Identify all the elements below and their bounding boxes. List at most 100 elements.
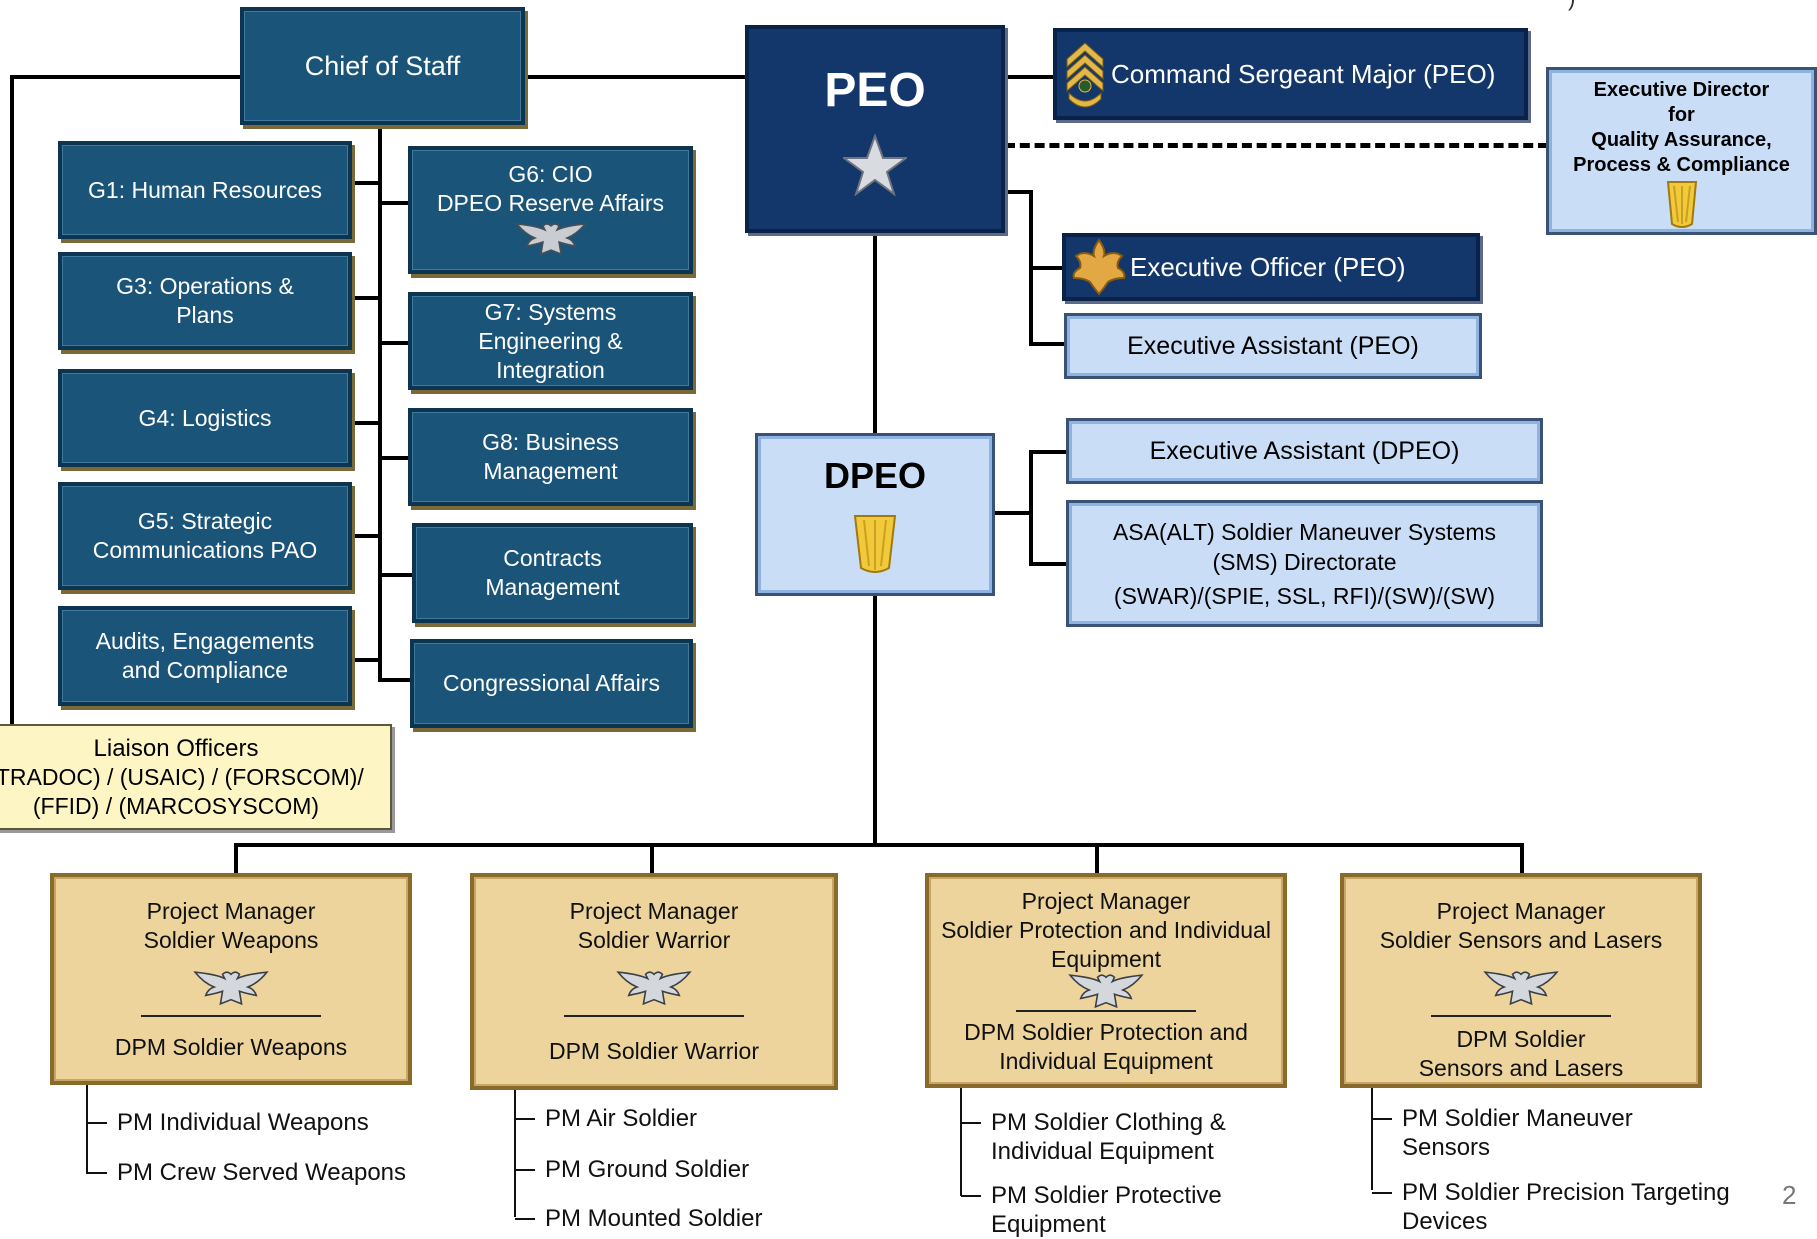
exec-director-line-4: Process & Compliance	[1573, 154, 1790, 176]
pm-title: Soldier Warrior	[577, 927, 731, 953]
sub-pm-item: PM Soldier Protective Equipment	[961, 1182, 1222, 1238]
dpm-label: DPM Soldier	[1456, 1026, 1586, 1052]
tree-line	[86, 1085, 88, 1174]
exec-director-box: Executive Director for Quality Assurance…	[1546, 67, 1817, 235]
staff-box-g4: G4: Logistics	[58, 369, 352, 467]
staff-label: Integration	[496, 356, 605, 383]
csm-label: Command Sergeant Major (PEO)	[1111, 58, 1496, 89]
staff-box-g8: G8: Business Management	[408, 408, 693, 506]
ea-peo-box: Executive Assistant (PEO)	[1064, 313, 1482, 379]
peo-box: PEO	[745, 25, 1005, 233]
pm-box-warrior: Project Manager Soldier Warrior DPM Sold…	[470, 873, 838, 1090]
ea-dpeo-label: Executive Assistant (DPEO)	[1149, 437, 1460, 465]
sms-line-3: (SWAR)/(SPIE, SSL, RFI)/(SW)/(SW)	[1113, 582, 1496, 609]
chief-of-staff-label: Chief of Staff	[304, 50, 461, 81]
pm-divider	[1016, 1010, 1196, 1012]
pm-title: Soldier Weapons	[143, 927, 319, 953]
pm-title: Project Manager	[569, 898, 739, 924]
pm-divider	[564, 1015, 744, 1017]
sms-box: ASA(ALT) Soldier Maneuver Systems (SMS) …	[1066, 500, 1543, 627]
sub-pm-item: PM Soldier Clothing & Individual Equipme…	[961, 1109, 1226, 1165]
tree-line	[960, 1088, 962, 1196]
csm-box: Command Sergeant Major (PEO)	[1053, 28, 1528, 120]
liaison-box: Liaison Officers (TRADOC) / (USAIC) / (F…	[0, 724, 392, 830]
liaison-line: (FFID) / (MARCOSYSCOM)	[32, 792, 320, 819]
staff-box-g5: G5: Strategic Communications PAO	[58, 482, 352, 590]
sub-pm-item: PM Crew Served Weapons	[86, 1159, 407, 1186]
staff-box-congressional: Congressional Affairs	[410, 639, 693, 728]
star-icon	[843, 134, 907, 196]
pm-divider	[1431, 1015, 1611, 1017]
pm-box-weapons: Project Manager Soldier Weapons DPM Sold…	[50, 873, 412, 1085]
pm-title: Equipment	[1051, 946, 1161, 972]
liaison-line: (TRADOC) / (USAIC) / (FORSCOM)/	[0, 763, 364, 790]
dpm-label: DPM Soldier Warrior	[548, 1038, 759, 1064]
pm-title: Project Manager	[1436, 898, 1606, 924]
ea-dpeo-box: Executive Assistant (DPEO)	[1066, 418, 1543, 484]
sub-pm-item: PM Soldier Precision Targeting Devices	[1372, 1179, 1730, 1235]
exec-director-line-1: Executive Director	[1593, 79, 1770, 101]
staff-box-audits: Audits, Engagements and Compliance	[58, 606, 352, 706]
pm-title: Project Manager	[1021, 888, 1191, 914]
staff-label: G6: CIO	[508, 161, 593, 187]
dpm-label: Individual Equipment	[999, 1048, 1213, 1074]
dpm-label: DPM Soldier Protection and	[964, 1019, 1248, 1045]
sub-pm-item: PM Individual Weapons	[87, 1109, 369, 1136]
exec-director-line-3: Quality Assurance,	[1591, 129, 1772, 151]
liaison-title: Liaison Officers	[93, 734, 259, 762]
pm-box-sensors: Project Manager Soldier Sensors and Lase…	[1340, 873, 1702, 1088]
xo-label: Executive Officer (PEO)	[1130, 251, 1406, 282]
dpeo-label: DPEO	[823, 455, 927, 496]
pm-title: Soldier Protection and Individual	[941, 917, 1271, 943]
staff-label: G8: Business	[482, 429, 619, 455]
staff-label: Communications PAO	[92, 537, 318, 563]
ses-insignia-icon	[853, 515, 897, 573]
eagle-icon	[616, 971, 692, 1006]
csm-rank-icon	[1066, 42, 1104, 108]
sms-line-2: (SMS) Directorate	[1212, 548, 1397, 575]
staff-label: Management	[483, 458, 618, 484]
staff-box-g6: G6: CIO DPEO Reserve Affairs	[408, 146, 693, 274]
ses-insignia-icon	[1666, 181, 1697, 228]
staff-label: and Compliance	[121, 657, 289, 683]
staff-box-g7: G7: Systems Engineering & Integration	[408, 292, 693, 390]
peo-label: PEO	[824, 64, 926, 117]
staff-box-g3: G3: Operations & Plans	[58, 252, 352, 350]
eagle-icon	[193, 971, 269, 1006]
tree-line	[514, 1090, 516, 1217]
xo-box: Executive Officer (PEO)	[1062, 233, 1480, 301]
eagle-icon	[1483, 971, 1559, 1006]
pm-title: Soldier Sensors and Lasers	[1379, 927, 1663, 953]
dpm-label: DPM Soldier Weapons	[114, 1034, 348, 1060]
dpm-label: Sensors and Lasers	[1418, 1055, 1624, 1081]
tree-line	[1371, 1088, 1373, 1190]
chief-of-staff-box: Chief of Staff	[240, 7, 525, 125]
exec-director-line-2: for	[1668, 104, 1695, 126]
corner-mark: )	[1568, 0, 1575, 12]
dpeo-box: DPEO	[755, 433, 995, 596]
staff-label: G5: Strategic	[137, 508, 273, 534]
pm-box-protection: Project Manager Soldier Protection and I…	[925, 873, 1287, 1088]
eagle-icon	[514, 223, 587, 256]
staff-label: G4: Logistics	[138, 404, 272, 431]
sub-pm-item: PM Ground Soldier	[514, 1156, 750, 1183]
staff-label: Management	[485, 574, 620, 600]
staff-label: Plans	[176, 302, 234, 328]
staff-box-contracts: Contracts Management	[412, 523, 693, 623]
page-number: 2	[1782, 1180, 1797, 1210]
sub-pm-item: PM Mounted Soldier	[514, 1205, 763, 1232]
staff-label: Audits, Engagements	[95, 628, 315, 654]
sub-pm-item: PM Air Soldier	[514, 1105, 698, 1132]
pm-divider	[141, 1015, 321, 1017]
oak-leaf-icon	[1072, 238, 1126, 296]
pm-title: Project Manager	[146, 898, 316, 924]
staff-label: DPEO Reserve Affairs	[436, 190, 665, 216]
staff-label: G7: Systems	[484, 298, 617, 325]
sms-line-1: ASA(ALT) Soldier Maneuver Systems	[1112, 518, 1497, 545]
staff-label: Congressional Affairs	[443, 670, 660, 696]
eagle-icon	[1068, 974, 1144, 1009]
staff-box-g1: G1: Human Resources	[58, 141, 352, 239]
staff-label: G3: Operations &	[116, 273, 294, 299]
staff-label: Engineering &	[478, 327, 623, 354]
sub-pm-item: PM Soldier Maneuver Sensors	[1372, 1105, 1633, 1161]
